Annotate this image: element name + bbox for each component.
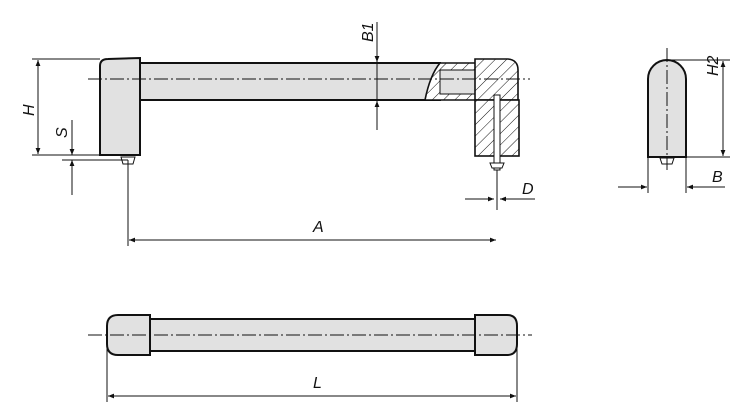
- side-view: H2 B: [618, 48, 730, 193]
- dim-H2-label: H2: [705, 55, 722, 76]
- dim-B1-label: B1: [360, 22, 377, 42]
- dim-D-label: D: [522, 181, 534, 198]
- dim-H-label: H: [21, 104, 38, 116]
- dim-A-label: A: [312, 219, 324, 236]
- right-screw-head: [489, 162, 505, 169]
- left-end-cap: [99, 56, 141, 156]
- handle-tube: [139, 62, 441, 101]
- dim-S-label: S: [54, 127, 71, 138]
- top-view: L: [88, 314, 532, 402]
- dim-L-label: L: [313, 375, 322, 392]
- right-screw: [493, 94, 501, 171]
- dim-B-label: B: [712, 169, 723, 186]
- front-view: H S B1 D A: [21, 22, 535, 246]
